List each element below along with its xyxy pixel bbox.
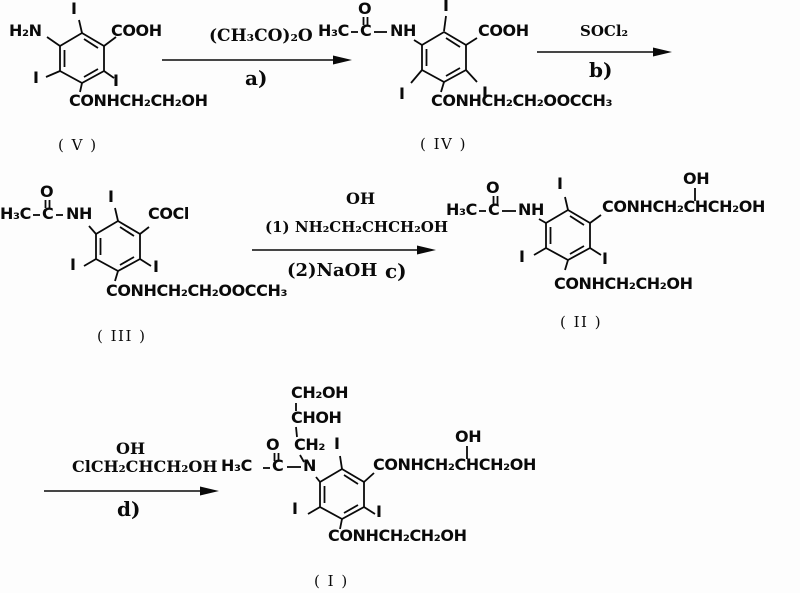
v-acid: COOH: [111, 21, 162, 40]
ii-iodine-br: I: [602, 249, 608, 268]
i-iodine-top: I: [334, 434, 340, 453]
ii-bottom-amide: CONHCH₂CH₂OH: [554, 274, 693, 293]
iii-iodine-top: I: [108, 187, 114, 206]
step-b-label: b): [589, 58, 613, 82]
v-bottom-amide: CONHCH₂CH₂OH: [69, 91, 208, 110]
ii-methyl: H₃C: [446, 200, 477, 219]
iv-nh: NH: [390, 21, 416, 40]
step-d-oh: OH: [116, 439, 146, 458]
arrow-d: [44, 486, 219, 496]
iii-bottom-amide: CONHCH₂CH₂OOCCH₃: [106, 281, 288, 300]
i-chain-ch2: CH₂: [294, 435, 325, 454]
iii-iodine-br: I: [153, 257, 159, 276]
ii-right-oh: OH: [683, 169, 710, 188]
iii-carbonyl-c: C: [42, 204, 54, 223]
step-d-reagent: ClCH₂CHCH₂OH: [72, 457, 218, 476]
ii-iodine-bl: I: [519, 247, 525, 266]
step-a-reagent: (CH₃CO)₂O: [209, 26, 313, 46]
iv-carbonyl-o: O: [358, 0, 372, 18]
v-amine: H₂N: [9, 21, 42, 40]
iv-acid: COOH: [478, 21, 529, 40]
v-iodine-bl: I: [33, 68, 39, 87]
iv-iodine-top: I: [443, 0, 449, 15]
step-c-reagent1: (1) NH₂CH₂CHCH₂OH: [265, 218, 449, 236]
iv-label: ( IV ): [420, 135, 467, 153]
ring-v: [45, 19, 117, 93]
i-nitrogen: N: [303, 456, 316, 475]
i-label: ( I ): [314, 572, 349, 590]
arrow-b: [537, 47, 672, 57]
iv-carbonyl-c: C: [360, 21, 372, 40]
iv-iodine-bl: I: [399, 84, 405, 103]
i-methyl: H₃C: [221, 456, 252, 475]
ii-label: ( II ): [560, 313, 603, 331]
step-d-label: d): [117, 497, 141, 521]
v-label: ( V ): [58, 136, 98, 154]
ii-carbonyl-c: C: [488, 200, 500, 219]
ii-carbonyl-o: O: [486, 178, 500, 197]
iii-label: ( III ): [97, 327, 147, 345]
i-chain-choh: CHOH: [291, 408, 342, 427]
i-bottom-amide: CONHCH₂CH₂OH: [328, 526, 467, 545]
iii-acyl-chloride: COCl: [148, 204, 189, 223]
step-c-label: c): [385, 259, 407, 283]
i-right-amide: CONHCH₂CHCH₂OH: [373, 455, 536, 474]
iv-methyl: H₃C: [318, 21, 349, 40]
i-carbonyl-o: O: [266, 435, 280, 454]
v-iodine-top: I: [71, 0, 77, 18]
arrow-a: [162, 55, 352, 65]
arrow-c: [252, 245, 436, 255]
v-iodine-br: I: [113, 71, 119, 90]
i-iodine-bl: I: [292, 499, 298, 518]
ii-iodine-top: I: [557, 174, 563, 193]
ring-i: [263, 403, 468, 530]
iv-iodine-br: I: [482, 83, 488, 102]
i-iodine-br: I: [376, 502, 382, 521]
ii-nh: NH: [518, 200, 544, 219]
iii-nh: NH: [66, 204, 92, 223]
ring-iii: [33, 200, 152, 282]
iii-carbonyl-o: O: [40, 182, 54, 201]
step-a-label: a): [245, 66, 268, 90]
iii-methyl: H₃C: [0, 204, 31, 223]
step-c-oh: OH: [346, 189, 376, 208]
iv-bottom-amide: CONHCH₂CH₂OOCCH₃: [431, 91, 613, 110]
iii-iodine-bl: I: [70, 255, 76, 274]
ring-ii: [479, 188, 696, 271]
i-chain-ch2oh: CH₂OH: [291, 383, 349, 402]
ii-right-amide: CONHCH₂CHCH₂OH: [602, 197, 765, 216]
step-b-reagent: SOCl₂: [580, 22, 629, 40]
i-right-oh: OH: [455, 427, 482, 446]
i-carbonyl-c: C: [272, 456, 284, 475]
ring-iv: [351, 15, 478, 93]
step-c-reagent2: (2)NaOH: [287, 260, 378, 281]
